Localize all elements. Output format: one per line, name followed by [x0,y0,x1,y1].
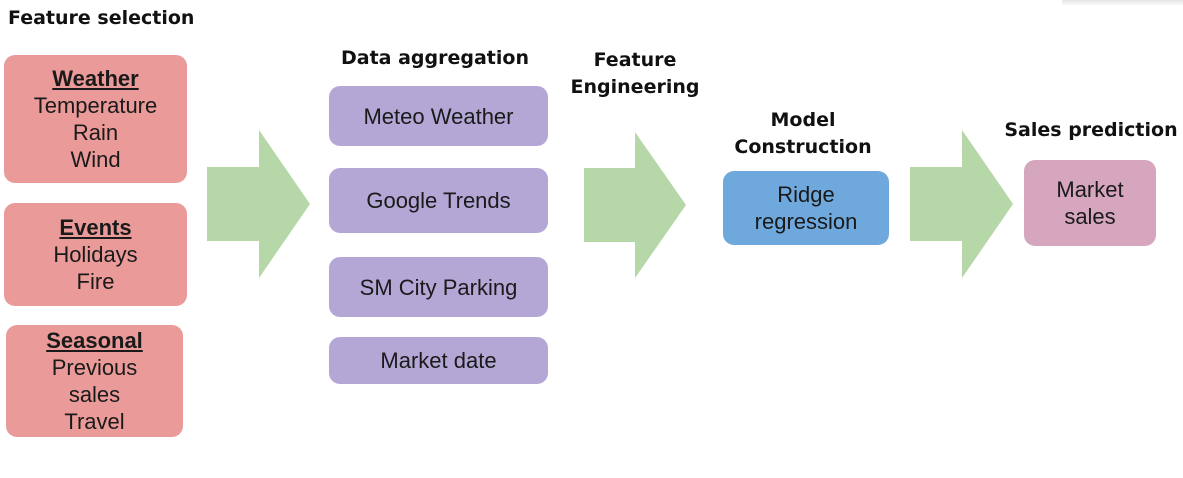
heading-feature-engineering-line1: Feature [593,49,677,71]
feature-group-seasonal: Seasonal Previous sales Travel [6,325,183,437]
heading-model-construction-line1: Model [770,109,836,131]
feature-group-weather: Weather Temperature Rain Wind [4,55,187,183]
data-source-label: Google Trends [366,188,511,213]
feature-item: Temperature [33,93,158,118]
data-source-label: SM City Parking [359,274,518,300]
feature-item: Wind [70,147,121,172]
feature-item: Travel [64,409,125,434]
flow-arrow-1 [207,130,310,278]
heading-feature-engineering: Feature Engineering [565,47,705,101]
feature-item: Holidays [53,242,138,267]
window-edge-shadow [1062,0,1183,6]
flow-arrow-2 [584,132,686,278]
feature-group-title: Events [59,215,132,240]
feature-item: sales [68,382,121,407]
prediction-line1: Market [1056,177,1124,202]
feature-group-title: Seasonal [46,328,143,353]
prediction-line2: sales [1064,204,1116,229]
flow-arrow-3 [910,130,1013,278]
feature-item: Rain [72,120,119,145]
feature-group-events: Events Holidays Fire [4,203,187,306]
data-source-market-date: Market date [329,337,548,384]
data-source-meteo-weather: Meteo Weather [329,86,548,146]
feature-item: Previous [51,355,138,380]
heading-model-construction: Model Construction [727,107,879,161]
feature-item: Fire [76,269,115,294]
heading-data-aggregation: Data aggregation [341,47,529,69]
data-source-label: Meteo Weather [363,103,514,129]
data-source-sm-city-parking: SM City Parking [329,257,548,317]
model-line2: regression [754,209,858,234]
feature-group-title: Weather [52,66,139,91]
model-line1: Ridge [777,182,835,207]
heading-feature-selection: Feature selection [8,7,195,29]
data-source-google-trends: Google Trends [329,168,548,233]
heading-sales-prediction: Sales prediction [1004,119,1178,141]
model-ridge-regression: Ridge regression [723,171,889,245]
prediction-market-sales: Market sales [1024,160,1156,246]
heading-model-construction-line2: Construction [734,136,872,158]
data-source-label: Market date [380,348,497,373]
heading-feature-engineering-line2: Engineering [570,76,700,98]
